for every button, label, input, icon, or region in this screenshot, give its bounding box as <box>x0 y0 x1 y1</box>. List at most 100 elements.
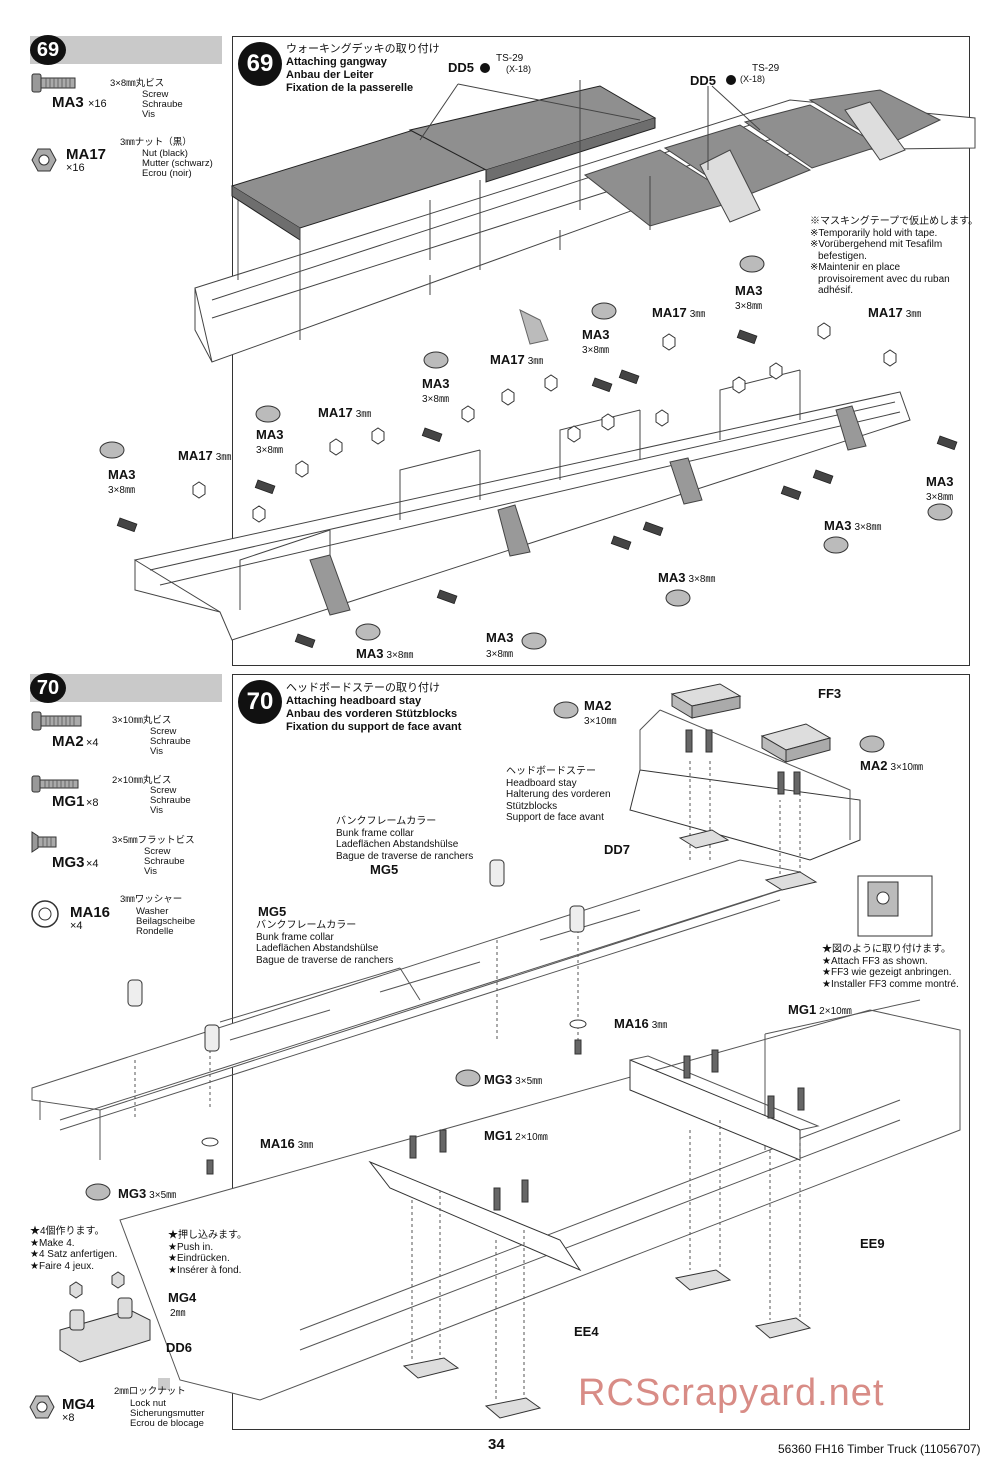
bunk-collar-note-2: バンクフレームカラー Bunk frame collar Ladeflächen… <box>256 920 393 966</box>
headboard-stay-line: Halterung des vorderen <box>506 789 611 800</box>
label-x18-right: (X-18) <box>740 74 766 84</box>
label-size: 3×8㎜ <box>486 649 513 660</box>
label-size: 3×8㎜ <box>386 650 414 661</box>
part-code-ma3: MA3 <box>52 94 84 111</box>
label-size: 3×10㎜ <box>890 762 923 773</box>
bunk-collar-line: Bunk frame collar <box>256 931 334 943</box>
label-size: 3×8㎜ <box>735 301 762 312</box>
step-69-title-en: Attaching gangway <box>286 56 387 68</box>
flat-screw-icon <box>31 831 57 853</box>
make-4-line: ★Make 4. <box>30 1237 75 1249</box>
label-mg4: MG4 <box>168 1290 197 1305</box>
label-ff3: FF3 <box>818 686 842 701</box>
part-name-en: Lock nut <box>130 1398 166 1409</box>
step-70-title-en: Attaching headboard stay <box>286 695 422 707</box>
label-size: 3㎜ <box>215 452 232 463</box>
part-size-ma3: 3×8㎜丸ビス <box>110 78 165 89</box>
step-69-big-badge: 69 <box>238 42 282 86</box>
label-ma3: MA3 <box>582 327 610 342</box>
make-4-line: ★4 Satz anfertigen. <box>30 1249 118 1260</box>
push-in-line: ★押し込みます。 <box>168 1230 247 1241</box>
part-qty-ma3: ×16 <box>88 98 107 110</box>
part-qty-mg1: ×8 <box>86 797 99 809</box>
label-ma2: MA2 <box>584 698 612 713</box>
part-size-ma2: 3×10㎜丸ビス <box>112 715 172 726</box>
step-69-title-fr: Fixation de la passerelle <box>286 82 414 94</box>
label-mg5: MG5 <box>258 904 287 919</box>
label-ma3: MA3 <box>486 630 514 645</box>
part-code-mg1: MG1 <box>52 793 85 810</box>
label-dd7: DD7 <box>604 842 631 857</box>
label-size: 3×5㎜ <box>149 1190 177 1201</box>
part-name-de: Sicherungsmutter <box>130 1408 205 1419</box>
part-name-de: Mutter (schwarz) <box>142 158 213 169</box>
step-69-title-jp: ウォーキングデッキの取り付け <box>286 43 440 55</box>
part-name-fr: Ecrou (noir) <box>142 168 192 179</box>
footer-model: 56360 FH16 Timber Truck (11056707) <box>778 1442 981 1456</box>
attach-ff3-line: ★Attach FF3 as shown. <box>822 955 928 967</box>
label-size: 3㎜ <box>651 1020 668 1031</box>
tape-note: ※マスキングテープで仮止めします。 ※Temporarily hold with… <box>810 216 978 297</box>
part-name-en: Nut (black) <box>142 148 188 159</box>
attach-ff3-note: ★図のように取り付けます。 ★Attach FF3 as shown. ★FF3… <box>822 944 959 990</box>
attach-ff3-line: ★Installer FF3 comme montré. <box>822 978 959 990</box>
attach-ff3-line: ★図のように取り付けます。 <box>822 944 951 955</box>
bunk-collar-line: Ladeflächen Abstandshülse <box>256 943 379 954</box>
part-qty-ma2: ×4 <box>86 737 99 749</box>
headboard-stay-line: Headboard stay <box>506 777 577 789</box>
headboard-stay-note: ヘッドボードステー Headboard stay Halterung des v… <box>506 766 611 824</box>
label-ee9: EE9 <box>860 1236 885 1251</box>
label-size: 3㎜ <box>297 1140 314 1151</box>
make-4-line: ★Faire 4 jeux. <box>30 1260 94 1272</box>
hex-nut-icon <box>31 148 57 172</box>
label-size: 2×10㎜ <box>515 1132 548 1143</box>
label-ee4: EE4 <box>574 1324 599 1339</box>
label-size: 3×8㎜ <box>688 574 716 585</box>
label-ma3: MA3 <box>108 467 136 482</box>
part-qty-ma16: ×4 <box>70 920 83 932</box>
label-size: 3×8㎜ <box>854 522 882 533</box>
part-code-mg4: MG4 <box>62 1396 95 1413</box>
part-name-en: Screw <box>144 846 171 857</box>
part-size-mg3: 3×5㎜フラットビス <box>112 835 195 846</box>
tape-note-line: ※Temporarily hold with tape. <box>810 227 938 239</box>
part-size-mg4: 2㎜ロックナット <box>114 1386 186 1397</box>
label-dd6: DD6 <box>166 1340 193 1355</box>
page-number: 34 <box>488 1436 505 1453</box>
bunk-collar-line: バンクフレームカラー <box>256 920 357 931</box>
label-ts29-left: TS-29 <box>496 53 524 64</box>
step-70-big-badge: 70 <box>238 680 282 724</box>
part-qty-ma17: ×16 <box>66 162 85 174</box>
watermark: RCScrapyard.net <box>578 1372 885 1414</box>
step-70-badge: 70 <box>30 673 66 703</box>
label-size: 3×8㎜ <box>422 394 449 405</box>
bunk-collar-line: Bague de traverse de ranchers <box>256 954 394 966</box>
part-code-ma17: MA17 <box>66 146 107 163</box>
bunk-collar-line: バンクフレームカラー <box>336 816 437 827</box>
label-dd5-right: DD5 <box>690 73 717 88</box>
tape-note-line: ※Vorübergehend mit Tesafilm <box>810 239 943 250</box>
make-4-note: ★4個作ります。 ★Make 4. ★4 Satz anfertigen. ★F… <box>30 1226 117 1272</box>
attach-ff3-line: ★FF3 wie gezeigt anbringen. <box>822 967 952 978</box>
part-name-de: Schraube <box>142 99 183 110</box>
headboard-stay-line: Support de face avant <box>506 812 604 823</box>
make-4-line: ★4個作ります。 <box>30 1226 105 1237</box>
part-size-ma16: 3㎜ワッシャー <box>120 894 183 905</box>
label-size: 3㎜ <box>905 309 922 320</box>
step-70-title-jp: ヘッドボードステーの取り付け <box>286 682 440 694</box>
screw-icon <box>31 73 76 93</box>
label-ma3: MA3 <box>422 376 450 391</box>
bunk-collar-line: Bunk frame collar <box>336 827 414 839</box>
part-code-mg3: MG3 <box>52 854 85 871</box>
tape-note-line: adhésif. <box>818 285 854 296</box>
tape-note-line: ※マスキングテープで仮止めします。 <box>810 216 979 227</box>
